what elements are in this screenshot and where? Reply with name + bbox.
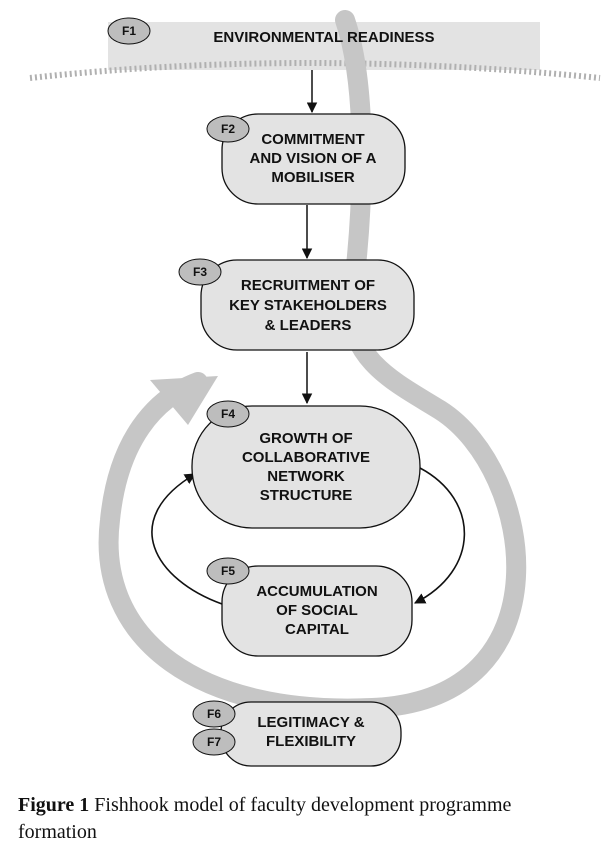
node-f4-line-3: NETWORK [267, 468, 345, 485]
figure-caption: Figure 1 Fishhook model of faculty devel… [18, 792, 588, 846]
figure-label: Figure 1 [18, 794, 90, 816]
node-f5: ACCUMULATION OF SOCIAL CAPITAL [221, 565, 413, 657]
badge-f5-label: F5 [221, 564, 235, 578]
badge-f7-label: F7 [207, 735, 221, 749]
node-f5-line-3: CAPITAL [285, 621, 349, 638]
node-f2: COMMITMENT AND VISION OF A MOBILISER [221, 113, 406, 205]
node-f6-f7-line-1: LEGITIMACY & [257, 714, 364, 731]
node-f4-line-1: GROWTH OF [259, 430, 352, 447]
node-f3: RECRUITMENT OF KEY STAKEHOLDERS & LEADER… [200, 259, 415, 351]
node-f4: GROWTH OF COLLABORATIVE NETWORK STRUCTUR… [191, 405, 421, 529]
node-f3-line-2: KEY STAKEHOLDERS [229, 297, 387, 314]
badge-f7: F7 [192, 728, 236, 756]
badge-f6: F6 [192, 700, 236, 728]
badge-f2-label: F2 [221, 122, 235, 136]
node-f3-line-1: RECRUITMENT OF [241, 277, 375, 294]
badge-f4: F4 [206, 400, 250, 428]
figure-caption-text: Fishhook model of faculty development pr… [18, 794, 512, 843]
node-f4-line-2: COLLABORATIVE [242, 449, 370, 466]
fishhook-arrowhead [150, 376, 218, 425]
fishhook-diagram: ENVIRONMENTAL READINESS F1 COMMITMENT AN… [29, 10, 601, 767]
badge-f4-label: F4 [221, 407, 235, 421]
environmental-readiness-band [108, 22, 540, 70]
cycle-arrow-f4-f5 [414, 467, 466, 604]
node-f2-line-2: AND VISION OF A [250, 150, 377, 167]
badge-f5: F5 [206, 557, 250, 585]
node-f3-line-3: & LEADERS [265, 317, 352, 334]
node-f6-f7-line-2: FLEXIBILITY [266, 733, 356, 750]
node-f5-line-1: ACCUMULATION [256, 583, 377, 600]
node-f6-f7: LEGITIMACY & FLEXIBILITY [220, 701, 402, 767]
node-f2-line-3: MOBILISER [271, 169, 355, 186]
node-f1: ENVIRONMENTAL READINESS [213, 29, 434, 46]
badge-f3: F3 [178, 258, 222, 286]
badge-f6-label: F6 [207, 707, 221, 721]
badge-f2: F2 [206, 115, 250, 143]
dotted-horizon-line [29, 60, 601, 81]
node-f4-line-4: STRUCTURE [260, 487, 353, 504]
badge-f1-label: F1 [122, 24, 136, 38]
node-f2-line-1: COMMITMENT [261, 131, 364, 148]
badge-f3-label: F3 [193, 265, 207, 279]
badge-f1: F1 [107, 17, 151, 45]
node-f1-label: ENVIRONMENTAL READINESS [213, 29, 434, 46]
node-f5-line-2: OF SOCIAL [276, 602, 358, 619]
cycle-arrow-f5-f4 [151, 473, 223, 605]
